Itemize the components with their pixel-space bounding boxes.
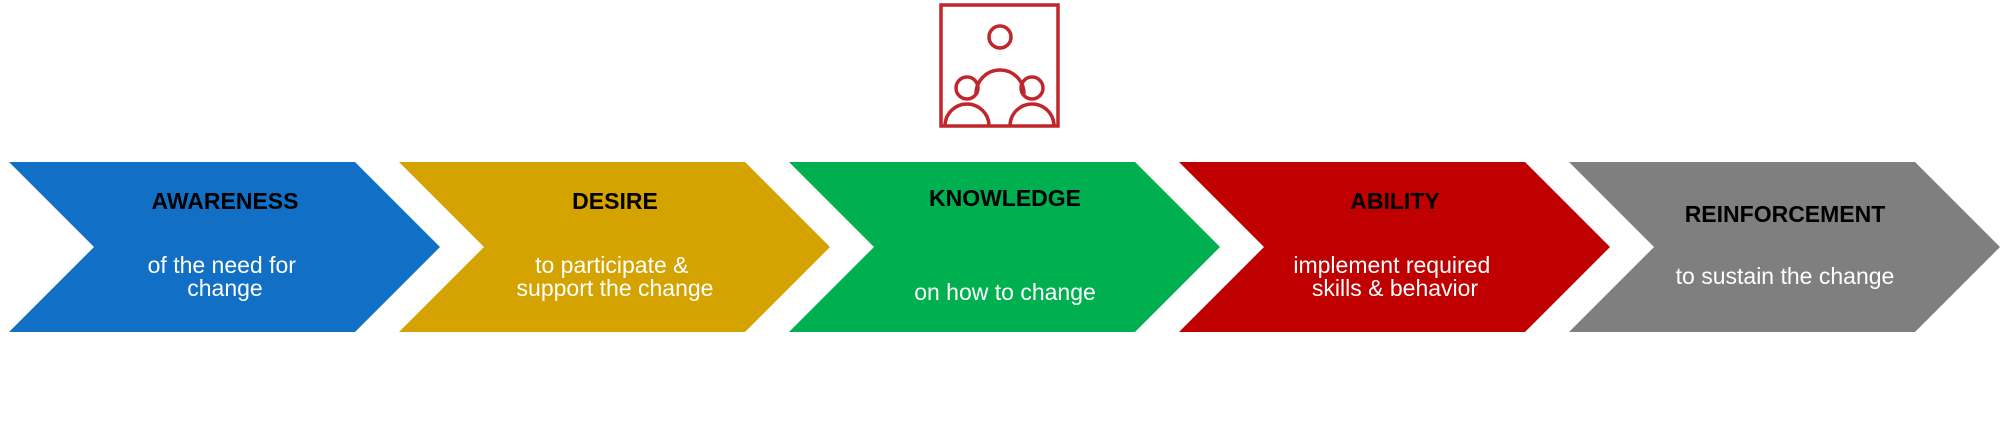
stage-awareness: AWARENESS of the need for change: [9, 162, 440, 332]
stage-description: to participate & support the change: [517, 252, 714, 301]
top-person-body-icon: [974, 68, 1026, 95]
stage-description: of the need for change: [148, 252, 303, 301]
stage-description-line: of the need for: [148, 252, 297, 278]
stage-desire: DESIRE to participate & support the chan…: [399, 162, 830, 332]
stage-description: on how to change: [914, 279, 1096, 305]
stage-description-line: skills & behavior: [1312, 275, 1479, 301]
left-person-head-icon: [954, 75, 980, 101]
stage-ability: ABILITY implement required skills & beha…: [1179, 162, 1610, 332]
top-person-head-icon: [987, 24, 1013, 50]
stage-title: KNOWLEDGE: [929, 185, 1081, 211]
chevron-shape: [1569, 162, 2000, 332]
chevron-shape: [9, 162, 440, 332]
left-person-body-icon: [943, 102, 991, 127]
stage-knowledge: KNOWLEDGE on how to change: [789, 162, 1220, 332]
stage-title: DESIRE: [572, 188, 658, 214]
stage-description-line: to participate &: [535, 252, 688, 278]
stage-reinforcement: REINFORCEMENT to sustain the change: [1569, 162, 2000, 332]
icon-frame: [939, 3, 1060, 128]
stage-title: REINFORCEMENT: [1685, 201, 1886, 227]
right-person-body-icon: [1008, 102, 1056, 127]
stage-description-line: on how to change: [914, 279, 1096, 305]
stage-title: ABILITY: [1350, 188, 1439, 214]
stage-description: implement required skills & behavior: [1293, 252, 1496, 301]
stage-description: to sustain the change: [1676, 263, 1895, 289]
stage-description-line: support the change: [517, 275, 714, 301]
stage-description-line: change: [187, 275, 262, 301]
stage-description-line: implement required: [1293, 252, 1490, 278]
chevron-shape: [399, 162, 830, 332]
chevron-shape: [789, 162, 1220, 332]
chevron-shape: [1179, 162, 1610, 332]
stage-description-line: to sustain the change: [1676, 263, 1895, 289]
right-person-head-icon: [1019, 75, 1045, 101]
people-group-icon: [939, 3, 1060, 128]
stage-title: AWARENESS: [152, 188, 299, 214]
